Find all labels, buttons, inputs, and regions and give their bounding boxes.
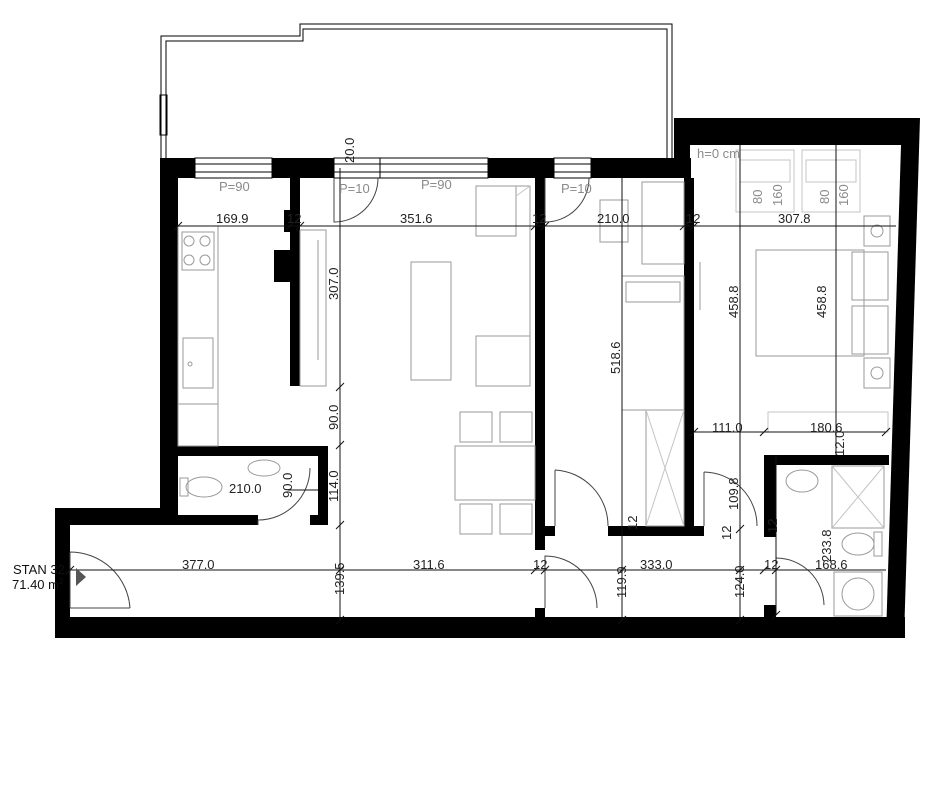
- dim-20-0: 20.0: [342, 138, 357, 163]
- dim-12-0: 12.0: [832, 431, 847, 456]
- dim-458-8-a: 458.8: [726, 285, 741, 318]
- balcony: [159, 23, 673, 160]
- dimension-labels: 169.9 12 351.6 12 210.0 12 307.8 210.0 1…: [182, 138, 848, 598]
- dim-458-8-b: 458.8: [814, 285, 829, 318]
- window-label-2: P=10: [339, 181, 370, 196]
- dim-518-6: 518.6: [608, 341, 623, 374]
- dim-333-0: 333.0: [640, 557, 673, 572]
- dim-109-8: 109.8: [726, 477, 741, 510]
- dim-210-0-top: 210.0: [597, 211, 630, 226]
- dim-124-0: 124.0: [732, 565, 747, 598]
- window-label-3: P=90: [421, 177, 452, 192]
- window-label-4: P=10: [561, 181, 592, 196]
- unit-label: STAN 32 71.40 m2: [12, 562, 86, 592]
- dim-90-0-mid: 90.0: [326, 405, 341, 430]
- dim-307-0: 307.0: [326, 267, 341, 300]
- walls: [55, 118, 920, 638]
- windows: [194, 157, 592, 179]
- height-note: h=0 cm: [697, 146, 740, 161]
- dim-12-e: 12: [765, 519, 780, 533]
- dim-12-h: 12: [625, 516, 640, 530]
- doors: [69, 177, 825, 609]
- dim-12-a: 12: [287, 211, 301, 226]
- dim-12-b: 12: [532, 211, 546, 226]
- entrance-arrow-icon: [76, 568, 86, 586]
- bed-label-160-b: 160: [836, 184, 851, 206]
- dim-139-5: 139.5: [332, 562, 347, 595]
- dim-307-8: 307.8: [778, 211, 811, 226]
- unit-area: 71.40 m2: [12, 577, 64, 592]
- dim-210-0-wc: 210.0: [229, 481, 262, 496]
- dim-311-6: 311.6: [413, 557, 445, 572]
- dim-377-0: 377.0: [182, 557, 215, 572]
- bed-label-160-a: 160: [770, 184, 785, 206]
- dimension-lines: [65, 145, 896, 625]
- unit-name: STAN 32: [13, 562, 65, 577]
- window-labels: P=90 P=10 P=90 P=10 h=0 cm 80 160 80 160: [219, 146, 851, 206]
- dim-114-0: 114.0: [326, 470, 341, 502]
- dim-12-c: 12: [686, 211, 700, 226]
- dim-12-f: 12: [533, 557, 547, 572]
- dim-111-0: 111.0: [712, 420, 743, 435]
- window-label-1: P=90: [219, 179, 250, 194]
- dim-12-d: 12: [719, 526, 734, 540]
- dim-351-6: 351.6: [400, 211, 433, 226]
- dim-169-9: 169.9: [216, 211, 249, 226]
- dim-180-6: 180.6: [810, 420, 843, 435]
- bed-label-80-b: 80: [817, 190, 832, 204]
- dim-12-g: 12: [764, 557, 778, 572]
- dim-90-0-wc: 90.0: [280, 473, 295, 498]
- dim-168-6: 168.6: [815, 557, 848, 572]
- dim-119-9: 119.9: [614, 566, 629, 598]
- dim-233-8: 233.8: [819, 529, 834, 562]
- bed-label-80-a: 80: [750, 190, 765, 204]
